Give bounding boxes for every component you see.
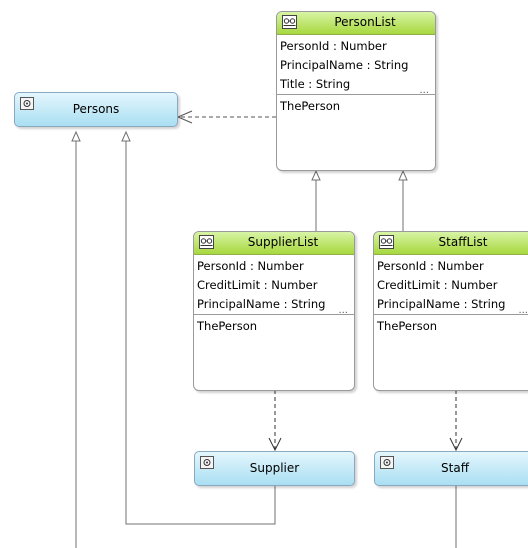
attribute: PersonId : Number [280, 39, 387, 53]
supplier-title: Supplier [249, 461, 300, 475]
view-object-icon [282, 15, 297, 29]
attribute: PersonId : Number [197, 259, 304, 273]
persons-link-arrowhead [176, 110, 193, 124]
supplier-list-attributes: PersonId : Number CreditLimit : Number P… [194, 255, 354, 316]
persons-entity[interactable]: Persons [14, 92, 178, 127]
attribute: PersonId : Number [377, 259, 484, 273]
staff-entity[interactable]: Staff [374, 451, 528, 486]
supplier-persons-line [125, 132, 276, 525]
persons-title: Persons [72, 102, 120, 116]
person-list-attributes: PersonId : Number PrincipalName : String… [277, 35, 435, 96]
attribute: PrincipalName : String [280, 58, 409, 72]
person-list-links: ThePerson [277, 94, 435, 117]
supplier-list-generalization-head [311, 169, 321, 181]
supplier-entity[interactable]: Supplier [194, 451, 355, 486]
attribute: PrincipalName : String [377, 297, 506, 311]
supplier-list-node[interactable]: SupplierList PersonId : Number CreditLim… [193, 231, 355, 391]
supplier-usage-arrowhead [268, 437, 282, 452]
more-attributes-ellipsis: ... [338, 305, 348, 316]
more-attributes-ellipsis: ... [518, 305, 528, 316]
attribute: PrincipalName : String [197, 297, 326, 311]
staff-persons-head [71, 130, 81, 142]
supplier-list-links: ThePerson [194, 314, 354, 337]
person-list-node[interactable]: PersonList PersonId : Number PrincipalNa… [276, 11, 436, 171]
entity-object-icon [380, 456, 394, 469]
staff-list-title: StaffList [438, 235, 488, 249]
link-accessor: ThePerson [280, 99, 341, 113]
staff-usage-arrowhead [449, 437, 463, 452]
attribute: Title : String [280, 77, 351, 91]
staff-list-attributes: PersonId : Number CreditLimit : Number P… [374, 255, 528, 316]
staff-list-node[interactable]: StaffList PersonId : Number CreditLimit … [373, 231, 528, 391]
staff-title: Staff [441, 461, 469, 475]
entity-object-icon [200, 456, 214, 469]
staff-list-generalization-head [398, 169, 408, 181]
attribute: CreditLimit : Number [377, 278, 498, 292]
attribute: CreditLimit : Number [197, 278, 318, 292]
entity-object-icon [20, 97, 34, 110]
link-accessor: ThePerson [197, 319, 258, 333]
link-accessor: ThePerson [377, 319, 438, 333]
supplier-persons-head [121, 130, 131, 142]
staff-list-header: StaffList [374, 232, 528, 255]
supplier-list-title: SupplierList [247, 235, 319, 249]
person-list-header: PersonList [277, 12, 435, 35]
person-list-title: PersonList [334, 15, 396, 29]
view-object-icon [199, 235, 214, 249]
supplier-list-header: SupplierList [194, 232, 354, 255]
staff-list-links: ThePerson [374, 314, 528, 337]
view-object-icon [379, 235, 394, 249]
more-attributes-ellipsis: ... [419, 85, 429, 96]
